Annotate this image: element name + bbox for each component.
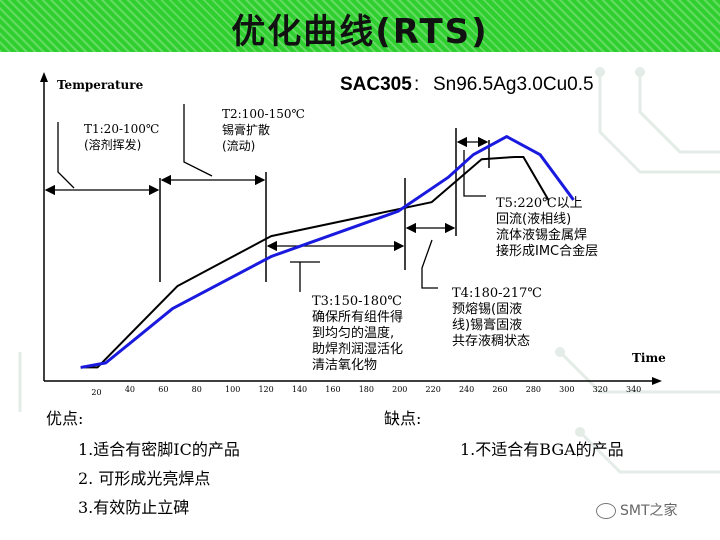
x-tick-label: 320 xyxy=(593,385,608,394)
zone-t2-line: 锡膏扩散 xyxy=(222,123,271,137)
zone-t2-line: T2:100-150℃ xyxy=(222,107,305,121)
alloy-composition: Sn96.5Ag3.0Cu0.5 xyxy=(433,74,594,95)
x-tick-label: 140 xyxy=(292,385,307,394)
x-axis-arrow xyxy=(652,377,662,385)
x-tick-label: 280 xyxy=(526,385,541,394)
zone-t3-line: 助焊剂润湿活化 xyxy=(312,342,404,357)
zone-t1-note: T1:20-100℃ (溶剂挥发) xyxy=(84,121,159,153)
zone-t5-line: 接形成IMC合金层 xyxy=(496,244,599,259)
x-tick-label: 60 xyxy=(158,385,168,394)
x-tick-label: 260 xyxy=(492,385,507,394)
watermark-text: SMT之家 xyxy=(620,503,678,519)
zone-t5-line: T5:220℃以上 xyxy=(496,196,583,211)
zone-arrows xyxy=(44,136,489,252)
pros-item: 2. 可形成光亮焊点 xyxy=(78,469,211,488)
zone-t4-note: T4:180-217℃ 预熔锡(固液 线)锡膏固液 共存液稠状态 xyxy=(452,286,542,350)
x-axis-label: Time xyxy=(632,351,666,365)
zone-t4-line: T4:180-217℃ xyxy=(452,286,542,301)
cons-heading: 缺点: xyxy=(384,409,422,428)
pros-item: 3.有效防止立碑 xyxy=(78,498,190,517)
y-axis-label: Temperature xyxy=(57,78,144,92)
temperature-curves xyxy=(80,135,575,369)
zone-t3-line: 到均匀的温度, xyxy=(312,326,395,341)
zone-t2-note: T2:100-150℃ 锡膏扩散 (流动) xyxy=(222,106,305,154)
x-tick-label: 120 xyxy=(258,385,273,394)
zone-t3-note: T3:150-180℃ 确保所有组件得 到均匀的温度, 助焊剂润湿活化 清洁氧化… xyxy=(312,294,403,374)
zone-t3-line: 清洁氧化物 xyxy=(312,358,378,373)
x-tick-label: 160 xyxy=(325,385,340,394)
pros-heading: 优点: xyxy=(46,409,84,428)
zone-t5-line: 流体液锡金属焊 xyxy=(496,228,588,243)
x-tick-label: 100 xyxy=(225,385,240,394)
zone-t4-line: 线)锡膏固液 xyxy=(452,318,523,333)
zone-t1-line: T1:20-100℃ xyxy=(84,122,160,136)
zone-dividers xyxy=(159,128,490,282)
zone-t1-line: (溶剂挥发) xyxy=(84,138,142,152)
x-tick-label: 20 xyxy=(91,388,101,397)
x-tick-label: 340 xyxy=(626,385,641,394)
page-title: 优化曲线(RTS) xyxy=(231,12,489,52)
zone-t3-line: 确保所有组件得 xyxy=(312,310,404,325)
circuit-background xyxy=(18,67,720,474)
alloy-sep: : xyxy=(414,74,419,95)
zone-t3-line: T3:150-180℃ xyxy=(312,294,402,309)
zone-t5-line: 回流(液相线) xyxy=(496,212,572,227)
x-tick-label: 300 xyxy=(559,385,574,394)
x-tick-label: 240 xyxy=(459,385,474,394)
zone-t5-note: T5:220℃以上 回流(液相线) 流体液锡金属焊 接形成IMC合金层 xyxy=(496,196,598,260)
watermark: SMT之家 xyxy=(596,500,678,520)
y-axis-arrow xyxy=(40,72,48,82)
x-tick-label: 200 xyxy=(392,385,407,394)
zone-t2-line: (流动) xyxy=(222,139,256,153)
zone-t4-line: 共存液稠状态 xyxy=(452,334,531,349)
x-tick-label: 180 xyxy=(359,385,374,394)
x-tick-label: 80 xyxy=(192,385,202,394)
x-tick-labels: 20 40 60 80 100 120 140 160 180 200 220 240 260 280 30… xyxy=(91,385,641,397)
zone-t4-line: 预熔锡(固液 xyxy=(452,302,523,317)
leader-lines xyxy=(57,104,486,292)
chat-icon xyxy=(596,503,616,519)
optimized-curve-line xyxy=(80,135,575,369)
x-tick-label: 220 xyxy=(426,385,441,394)
x-tick-label: 40 xyxy=(125,385,135,394)
alloy-name: SAC305 xyxy=(340,74,412,95)
pros-item: 1.适合有密脚IC的产品 xyxy=(78,440,240,459)
reference-curve-line xyxy=(80,155,550,369)
title-bar: 优化曲线(RTS) xyxy=(0,0,720,52)
cons-item: 1.不适合有BGA的产品 xyxy=(460,440,624,459)
